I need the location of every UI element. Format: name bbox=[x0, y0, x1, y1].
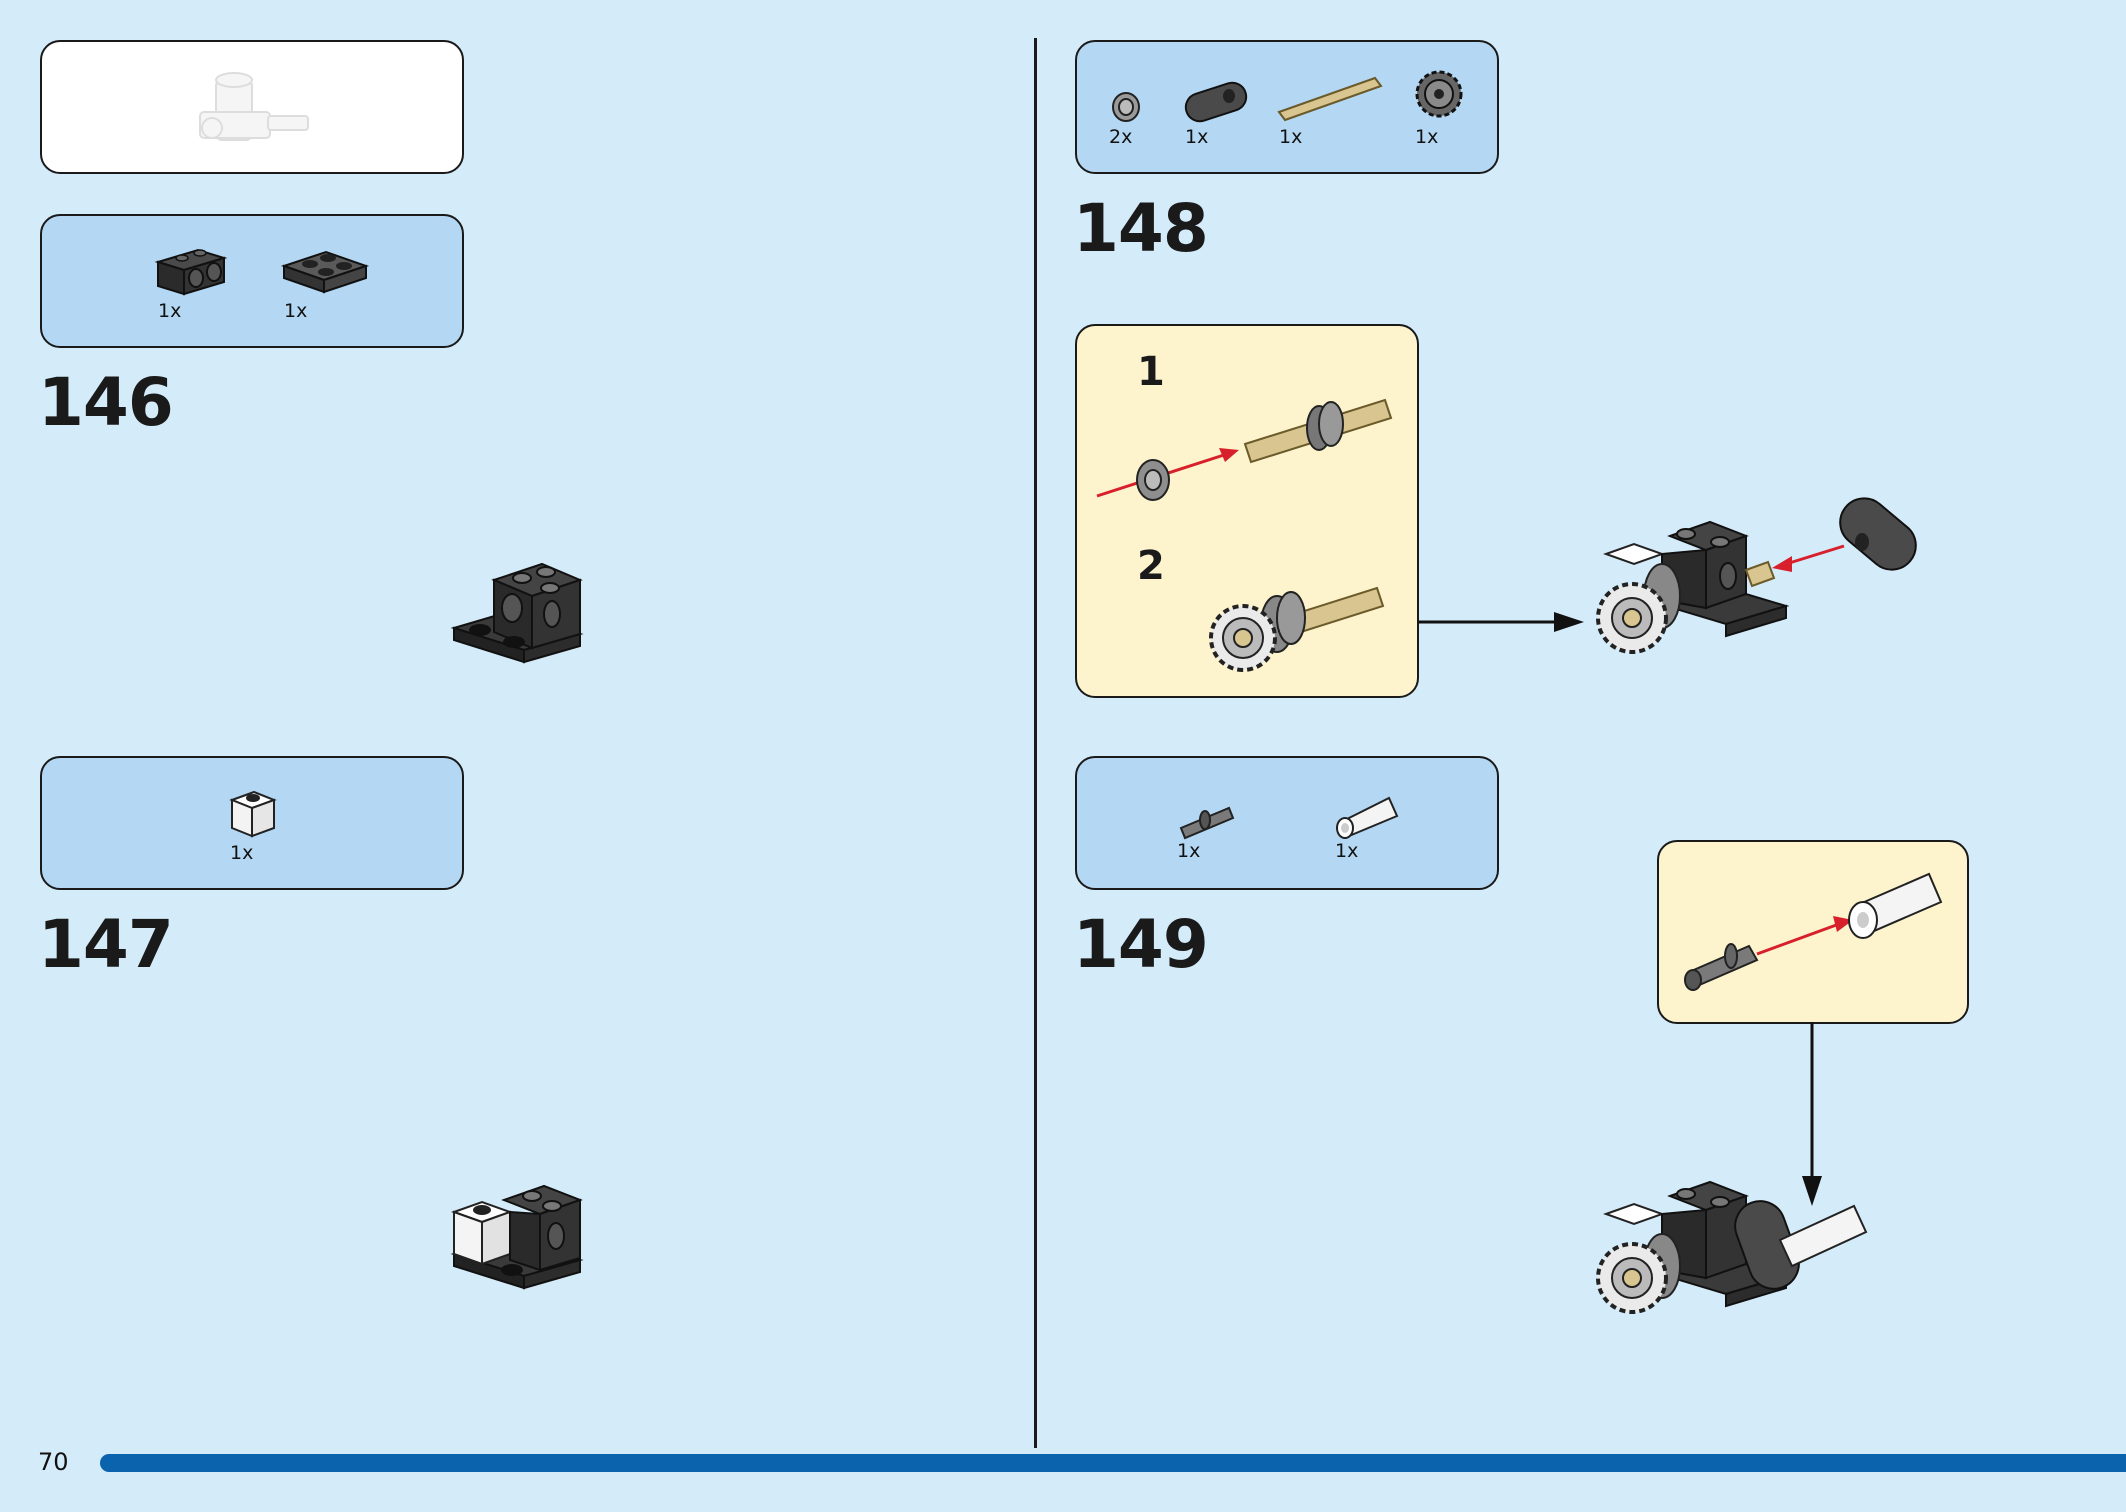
qty-label: 1x bbox=[230, 842, 254, 864]
step-number-149: 149 bbox=[1073, 906, 1209, 983]
step-number-148: 148 bbox=[1073, 190, 1209, 267]
parts-callout-146: 1x 1x bbox=[40, 214, 464, 348]
subassembly-callout-149 bbox=[1657, 840, 1969, 1024]
white-brick-icon bbox=[229, 790, 277, 838]
qty-label: 1x bbox=[1279, 126, 1303, 148]
beam-icon bbox=[1184, 81, 1248, 123]
gear-icon bbox=[1415, 70, 1463, 118]
subassembly-callout-148: 1 2 bbox=[1075, 324, 1419, 698]
qty-label: 1x bbox=[1335, 840, 1359, 862]
footer-bar bbox=[100, 1454, 2126, 1472]
qty-label: 1x bbox=[284, 300, 308, 322]
parts-callout-147: 1x bbox=[40, 756, 464, 890]
page-number: 70 bbox=[38, 1448, 69, 1476]
qty-label: 1x bbox=[1185, 126, 1209, 148]
parts-callout-149: 1x 1x bbox=[1075, 756, 1499, 890]
faded-model-illustration bbox=[199, 72, 309, 141]
previous-model-preview bbox=[40, 40, 464, 174]
step-148-model bbox=[1596, 497, 1917, 654]
assembly-arrow-down-icon bbox=[1802, 1022, 1822, 1206]
substep-number: 2 bbox=[1137, 543, 1165, 589]
step-146-model bbox=[450, 562, 584, 664]
column-divider bbox=[1034, 38, 1037, 1448]
qty-label: 2x bbox=[1109, 126, 1133, 148]
step-147-model bbox=[450, 1184, 584, 1290]
step-number-147: 147 bbox=[38, 906, 174, 983]
plate-2x2-icon bbox=[280, 250, 370, 294]
qty-label: 1x bbox=[1177, 840, 1201, 862]
qty-label: 1x bbox=[1415, 126, 1439, 148]
substep-2-illustration bbox=[1209, 586, 1385, 672]
connector-icon bbox=[1336, 796, 1399, 839]
pin-axle-icon bbox=[1179, 806, 1235, 840]
parts-callout-148: 2x 1x 1x 1x bbox=[1075, 40, 1499, 174]
assembly-arrow-icon bbox=[1418, 612, 1584, 632]
substep-number: 1 bbox=[1137, 349, 1165, 395]
substep-1-illustration bbox=[1096, 398, 1393, 501]
bush-icon bbox=[1112, 92, 1140, 122]
substep-149-illustration bbox=[1684, 872, 1943, 991]
step-149-model bbox=[1596, 1180, 1868, 1314]
qty-label: 1x bbox=[158, 300, 182, 322]
step-number-146: 146 bbox=[38, 364, 174, 441]
technic-brick-icon bbox=[154, 248, 228, 296]
axle-icon bbox=[1277, 76, 1383, 122]
